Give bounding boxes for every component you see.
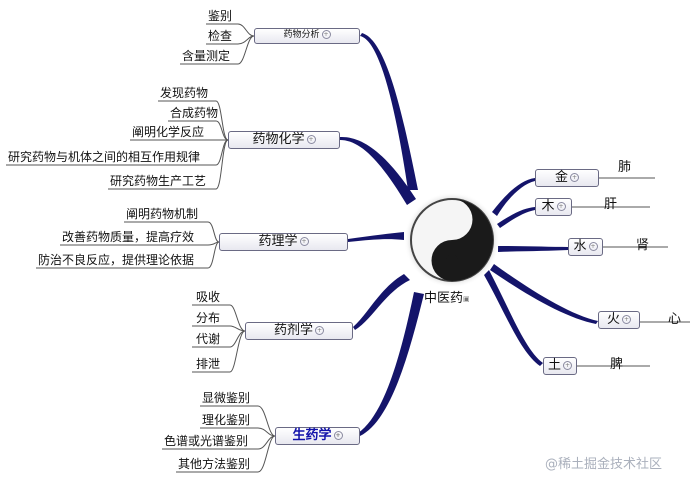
leaf-pharmacology-3: 防治不良反应，提供理论依据: [38, 253, 195, 267]
element-water[interactable]: 水+: [568, 238, 603, 256]
connector-pharmaceutics: [353, 274, 410, 330]
expand-icon[interactable]: +: [299, 237, 309, 246]
expand-icon[interactable]: +: [570, 173, 579, 182]
branch-pharmacology-label: 药理学: [258, 234, 298, 249]
center-label-text: 中医药: [424, 291, 464, 306]
connector-fire: [490, 264, 598, 324]
element-earth-label: 土: [547, 358, 561, 373]
leaf-chemistry-4: 研究药物与机体之间的相互作用规律: [8, 150, 201, 164]
leaf-pharmaceutics-2: 分布: [196, 311, 221, 325]
leaf-pharmacognosy-4: 其他方法鉴别: [178, 457, 251, 471]
element-water-label: 水: [573, 239, 587, 254]
leaf-pharmacology-2: 改善药物质量，提高疗效: [62, 230, 195, 244]
element-earth[interactable]: 土+: [543, 357, 577, 375]
connector-wood: [497, 207, 535, 228]
connector-pharmacognosy: [358, 292, 424, 436]
leaf-analysis-1: 鉴别: [208, 9, 233, 23]
leaf-pharmaceutics-4: 排泄: [196, 357, 221, 371]
connector-analysis: [360, 33, 418, 190]
expand-icon[interactable]: +: [588, 242, 598, 251]
leaf-chemistry-2: 合成药物: [170, 106, 219, 120]
leaf-pharmaceutics-1: 吸收: [196, 290, 221, 304]
leaf-pharmacognosy-3: 色谱或光谱鉴别: [164, 434, 249, 448]
branch-pharmacognosy-label: 生药学: [292, 428, 332, 443]
leaf-chemistry-5: 研究药物生产工艺: [110, 174, 207, 188]
center-label[interactable]: 中医药▣: [424, 291, 470, 307]
connector-earth: [484, 270, 543, 366]
note-icon: ▣: [463, 295, 470, 303]
organ-spleen: 脾: [610, 357, 624, 372]
connector-metal: [492, 178, 535, 216]
leaf-pharmacognosy-2: 理化鉴别: [202, 413, 251, 427]
branch-pharmaceutics[interactable]: 药剂学+: [245, 322, 353, 340]
leaf-pharmaceutics-3: 代谢: [196, 332, 221, 346]
organ-liver: 肝: [604, 197, 618, 212]
leaf-chemistry-1: 发现药物: [160, 86, 209, 100]
element-metal[interactable]: 金+: [535, 169, 599, 187]
expand-icon[interactable]: +: [306, 135, 316, 144]
element-fire-label: 火: [606, 312, 620, 327]
element-metal-label: 金: [554, 170, 568, 185]
element-wood-label: 木: [541, 199, 555, 214]
branch-pharmaceutics-label: 药剂学: [273, 323, 313, 338]
expand-icon[interactable]: +: [315, 326, 324, 335]
branch-chemistry-label: 药物化学: [252, 132, 305, 147]
branch-pharmacology[interactable]: 药理学+: [219, 233, 348, 251]
organ-lung: 肺: [618, 160, 632, 175]
branch-analysis-label: 药物分析: [283, 30, 320, 40]
branch-chemistry[interactable]: 药物化学+: [228, 131, 340, 149]
branch-analysis[interactable]: 药物分析+: [254, 28, 360, 44]
watermark: @稀土掘金技术社区: [545, 457, 663, 472]
main-connectors: [340, 33, 598, 436]
element-wood[interactable]: 木+: [535, 198, 572, 216]
expand-icon[interactable]: +: [333, 431, 343, 440]
branch-pharmacognosy[interactable]: 生药学+: [275, 427, 360, 445]
leaf-pharmacology-1: 阐明药物机制: [126, 207, 199, 221]
leaf-analysis-2: 检查: [208, 29, 233, 43]
taiji-symbol-icon: [404, 192, 500, 288]
leaf-connectors: [6, 23, 690, 473]
expand-icon[interactable]: +: [622, 315, 631, 324]
connector-pharmacology: [348, 232, 404, 242]
expand-icon[interactable]: +: [563, 361, 572, 370]
connector-chemistry: [340, 136, 416, 205]
element-fire[interactable]: 火+: [598, 311, 640, 329]
expand-icon[interactable]: +: [556, 202, 566, 211]
organ-heart: 心: [668, 312, 682, 327]
leaf-chemistry-3: 阐明化学反应: [132, 125, 205, 139]
expand-icon[interactable]: +: [321, 30, 331, 39]
leaf-pharmacognosy-1: 显微鉴别: [202, 391, 251, 405]
connector-water: [498, 246, 568, 252]
organ-kidney: 肾: [636, 238, 650, 253]
leaf-analysis-3: 含量测定: [182, 49, 231, 63]
